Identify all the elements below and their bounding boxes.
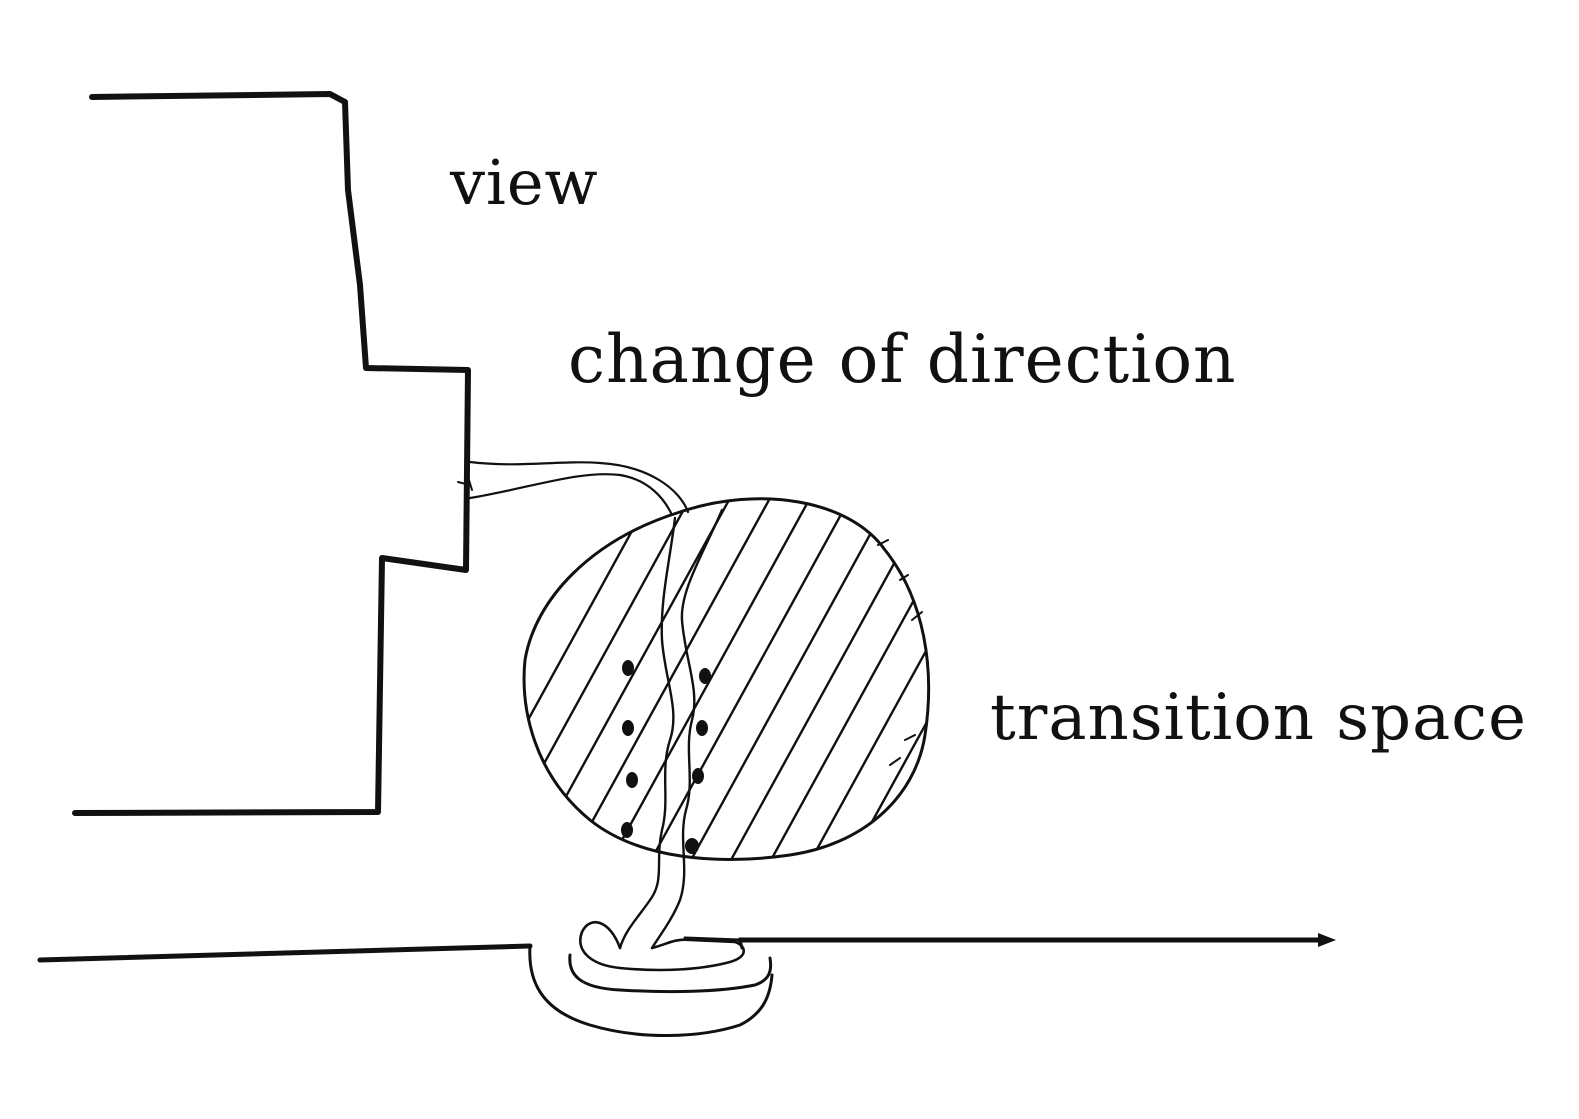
circle-hatching bbox=[524, 498, 929, 860]
label-change-of-direction: change of direction bbox=[568, 321, 1237, 398]
people-dots bbox=[621, 660, 711, 854]
entrance-blob bbox=[579, 921, 746, 972]
circle-edge-ticks bbox=[877, 539, 923, 766]
path-through-left bbox=[618, 516, 677, 950]
street-recess-inner bbox=[568, 953, 773, 994]
label-transition-space: transition space bbox=[990, 681, 1527, 755]
street-recess-edge bbox=[683, 936, 744, 950]
transition-circle bbox=[522, 497, 931, 861]
street-recess-outer bbox=[528, 944, 774, 1037]
street-arrow-icon bbox=[1318, 933, 1336, 947]
path-through-right bbox=[650, 508, 724, 950]
building-outline bbox=[72, 91, 471, 816]
entry-path-upper bbox=[468, 460, 690, 514]
label-view: view bbox=[450, 146, 599, 219]
street-line-left bbox=[37, 943, 533, 963]
entry-path-lower bbox=[468, 473, 674, 517]
door-mark bbox=[457, 469, 473, 491]
